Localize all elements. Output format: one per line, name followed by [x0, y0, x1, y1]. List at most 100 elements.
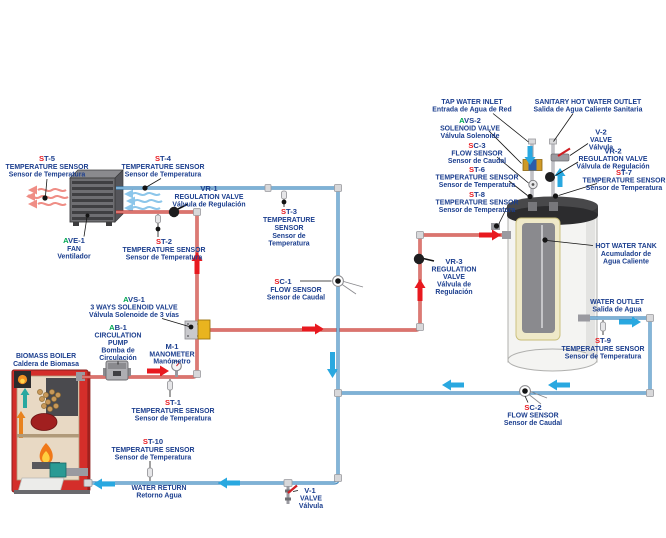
svg-text:Sensor de Temperatura: Sensor de Temperatura — [439, 207, 516, 214]
svg-text:Salida de Agua Caliente Sanita: Salida de Agua Caliente Sanitaria — [534, 107, 643, 114]
svg-text:Válvula de Regulación: Válvula de Regulación — [172, 202, 245, 209]
label-sc1: SC-1 FLOW SENSOR Sensor de Caudal — [267, 277, 325, 302]
pipe-fittings — [83, 184, 654, 487]
label-st1: ST-1 TEMPERATURE SENSOR Sensor de Temper… — [132, 398, 215, 423]
svg-text:TEMPERATURE SENSOR: TEMPERATURE SENSOR — [123, 247, 206, 254]
svg-text:Válvula: Válvula — [299, 503, 323, 510]
svg-text:ST-5: ST-5 — [39, 154, 56, 163]
regulation-valve-vr1 — [168, 203, 189, 218]
svg-text:SANITARY HOT WATER OUTLET: SANITARY HOT WATER OUTLET — [535, 99, 642, 106]
svg-text:M-1: M-1 — [165, 342, 179, 351]
svg-text:ST-2: ST-2 — [156, 237, 172, 246]
svg-text:Sensor de Temperatura: Sensor de Temperatura — [9, 172, 86, 179]
svg-text:Sensor de Temperatura: Sensor de Temperatura — [135, 416, 212, 423]
label-hot-water-tank: HOT WATER TANK Acumulador de Agua Calien… — [595, 243, 656, 266]
circulation-pump-ab1 — [103, 360, 131, 381]
label-st2: ST-2 TEMPERATURE SENSOR Sensor de Temper… — [123, 237, 206, 262]
flow-arrows — [93, 146, 641, 490]
burner-tray — [32, 462, 60, 469]
svg-text:3 WAYS SOLENOID VALVE: 3 WAYS SOLENOID VALVE — [90, 305, 178, 312]
svg-text:FLOW SENSOR: FLOW SENSOR — [507, 413, 558, 420]
svg-text:MANOMETER: MANOMETER — [149, 352, 194, 359]
svg-text:V-1: V-1 — [304, 486, 316, 495]
manometer-m1 — [171, 360, 182, 377]
label-st5: ST-5 TEMPERATURE SENSOR Sensor de Temper… — [6, 154, 89, 179]
sensor-probes — [42, 185, 606, 481]
svg-text:Manómetro: Manómetro — [153, 359, 190, 366]
svg-text:Sensor de Caudal: Sensor de Caudal — [504, 420, 562, 427]
label-v2: V-2 VALVE Válvula — [589, 128, 613, 152]
svg-text:Sensor de Temperatura: Sensor de Temperatura — [115, 455, 192, 462]
svg-text:ST-4: ST-4 — [155, 154, 172, 163]
svg-text:ST-7: ST-7 — [616, 168, 632, 177]
fan-louvers — [72, 181, 113, 220]
cool-air-in-arrows — [124, 189, 163, 213]
label-ave1: AVE-1 FAN Ventilador — [57, 236, 91, 261]
sensor-point-st1 — [167, 380, 173, 391]
label-st9: ST-9 TEMPERATURE SENSOR Sensor de Temper… — [562, 336, 645, 361]
svg-text:FLOW SENSOR: FLOW SENSOR — [270, 287, 321, 294]
sensor-point-st8 — [493, 223, 500, 229]
tank-label-point — [542, 237, 548, 243]
svg-text:ST-3: ST-3 — [281, 207, 297, 216]
svg-text:Salida de Agua: Salida de Agua — [592, 307, 641, 314]
svg-text:REGULATION VALVE: REGULATION VALVE — [175, 194, 244, 201]
svg-text:Bomba de: Bomba de — [101, 348, 134, 355]
label-st10: ST-10 TEMPERATURE SENSOR Sensor de Tempe… — [112, 437, 195, 462]
svg-text:ST-10: ST-10 — [143, 437, 163, 446]
sensor-point-st7 — [552, 193, 559, 199]
label-vr3: VR-3 REGULATION VALVE Válvula de Regulac… — [431, 257, 476, 296]
svg-text:SC-2: SC-2 — [524, 403, 541, 412]
valve-v2 — [550, 147, 571, 162]
svg-text:Sensor de Temperatura: Sensor de Temperatura — [439, 182, 516, 189]
svg-text:TAP WATER INLET: TAP WATER INLET — [441, 99, 503, 106]
label-st3: ST-3 TEMPERATURE SENSOR Sensor de Temper… — [263, 207, 315, 248]
tank-inner-vessel — [522, 223, 555, 333]
svg-text:TEMPERATURE SENSOR: TEMPERATURE SENSOR — [436, 200, 519, 207]
svg-text:Válvula: Válvula — [589, 145, 613, 152]
svg-text:REGULATION VALVE: REGULATION VALVE — [579, 156, 648, 163]
svg-text:REGULATION: REGULATION — [431, 267, 476, 274]
regulation-valve-vr3 — [413, 253, 435, 265]
svg-text:V-2: V-2 — [595, 128, 606, 137]
sensor-point-st4 — [142, 185, 148, 191]
svg-text:TEMPERATURE SENSOR: TEMPERATURE SENSOR — [132, 408, 215, 415]
svg-text:Caldera de Biomasa: Caldera de Biomasa — [13, 361, 79, 368]
svg-text:Entrada de Agua de Red: Entrada de Agua de Red — [432, 107, 511, 114]
svg-text:FAN: FAN — [67, 246, 81, 253]
svg-text:BIOMASS BOILER: BIOMASS BOILER — [16, 353, 76, 360]
svg-text:Sensor de Temperatura: Sensor de Temperatura — [565, 354, 642, 361]
three-way-solenoid-valve-avs1 — [184, 319, 211, 340]
svg-text:Sensor de Temperatura: Sensor de Temperatura — [126, 255, 203, 262]
svg-text:PUMP: PUMP — [108, 340, 128, 347]
svg-text:Válvula de: Válvula de — [437, 282, 471, 289]
svg-text:Sensor de Temperatura: Sensor de Temperatura — [586, 185, 663, 192]
fan-unit — [69, 169, 124, 226]
svg-text:Válvula de Regulación: Válvula de Regulación — [576, 164, 649, 171]
svg-text:TEMPERATURE SENSOR: TEMPERATURE SENSOR — [562, 346, 645, 353]
svg-text:Sensor de Temperatura: Sensor de Temperatura — [125, 172, 202, 179]
sensor-point-st5 — [42, 195, 48, 201]
svg-text:AVE-1: AVE-1 — [63, 236, 86, 245]
biomass-boiler — [11, 369, 91, 494]
regulation-valve-vr2 — [545, 172, 555, 182]
svg-text:Circulación: Circulación — [99, 355, 137, 362]
svg-text:HOT WATER TANK: HOT WATER TANK — [595, 243, 656, 250]
svg-text:Sensor de: Sensor de — [272, 233, 305, 240]
label-biomass-boiler: BIOMASS BOILER Caldera de Biomasa — [13, 353, 79, 368]
svg-text:Válvula Solenoide de 3 vías: Válvula Solenoide de 3 vías — [89, 312, 179, 319]
burner-flame — [39, 443, 53, 463]
svg-text:VALVE: VALVE — [443, 274, 465, 281]
label-st8: ST-8 TEMPERATURE SENSOR Sensor de Temper… — [436, 190, 519, 214]
valve-v1 — [283, 479, 298, 504]
flue-gas-arrow — [20, 388, 30, 408]
svg-text:VR-1: VR-1 — [200, 184, 218, 193]
svg-text:VALVE: VALVE — [590, 137, 612, 144]
svg-text:Sensor de Caudal: Sensor de Caudal — [448, 158, 506, 165]
sensor-point-st2 — [155, 226, 161, 232]
avs1-label-point — [188, 324, 194, 330]
label-sc2: SC-2 FLOW SENSOR Sensor de Caudal — [504, 403, 562, 427]
svg-text:VR-2: VR-2 — [604, 147, 621, 156]
svg-text:AVS-2: AVS-2 — [459, 116, 481, 125]
